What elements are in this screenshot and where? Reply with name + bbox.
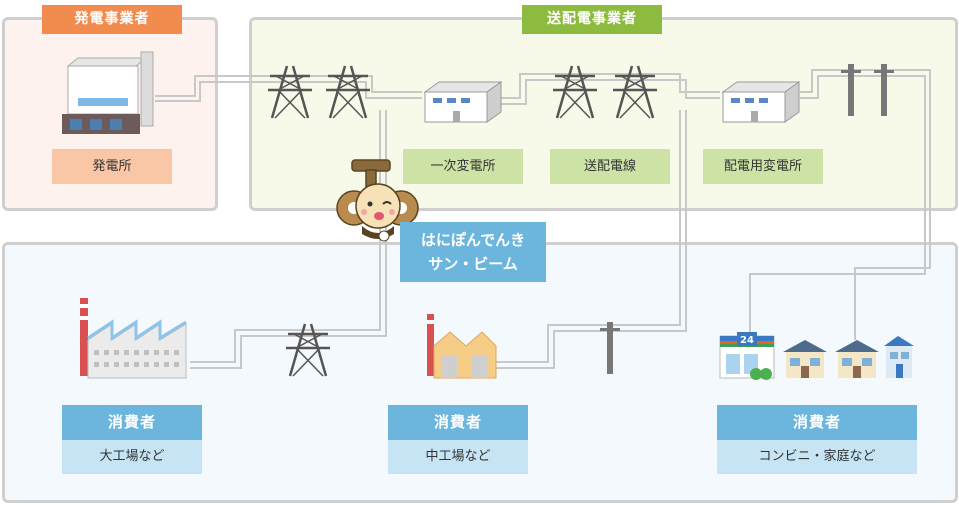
consumer-sub-large-factory: 大工場など (62, 440, 202, 474)
power-plant-label: 発電所 (52, 149, 172, 184)
tower-icon (284, 322, 332, 378)
consumer-head-large-factory: 消費者 (62, 405, 202, 440)
mascot-name-line1: はにぽんでんき (420, 231, 526, 249)
consumer-sub-medium-factory: 中工場など (388, 440, 528, 474)
tower-icon (266, 64, 314, 120)
generation-section-tag: 発電事業者 (42, 5, 182, 34)
transmission-section-tag: 送配電事業者 (522, 5, 662, 34)
consumer-sub-household: コンビニ・家庭など (717, 440, 917, 474)
consumer-head-medium-factory: 消費者 (388, 405, 528, 440)
mascot-badge: はにぽんでんき サン・ビーム (400, 222, 546, 282)
distribution-substation-label: 配電用変電所 (703, 149, 823, 184)
large-factory-icon (80, 298, 187, 379)
house-icon (783, 340, 827, 378)
mascot-name-line2: サン・ビーム (428, 255, 518, 273)
house-icon (884, 336, 914, 378)
primary-substation-icon (424, 81, 502, 123)
power-plant-icon (62, 51, 154, 134)
medium-factory-icon (427, 314, 497, 379)
transmission-line-label: 送配電線 (550, 149, 670, 184)
consumer-head-household: 消費者 (717, 405, 917, 440)
utility-pole-icon (874, 64, 894, 116)
store-sign: 24 (740, 335, 754, 346)
mascot-icon (336, 159, 419, 242)
convenience-store-icon: 24 (719, 332, 775, 380)
distribution-substation-icon (722, 81, 800, 123)
utility-pole-icon (600, 322, 620, 374)
primary-substation-label: 一次変電所 (403, 149, 523, 184)
power-wires (155, 69, 931, 369)
tower-icon (324, 64, 372, 120)
utility-pole-icon (841, 64, 861, 116)
house-icon (835, 340, 879, 378)
